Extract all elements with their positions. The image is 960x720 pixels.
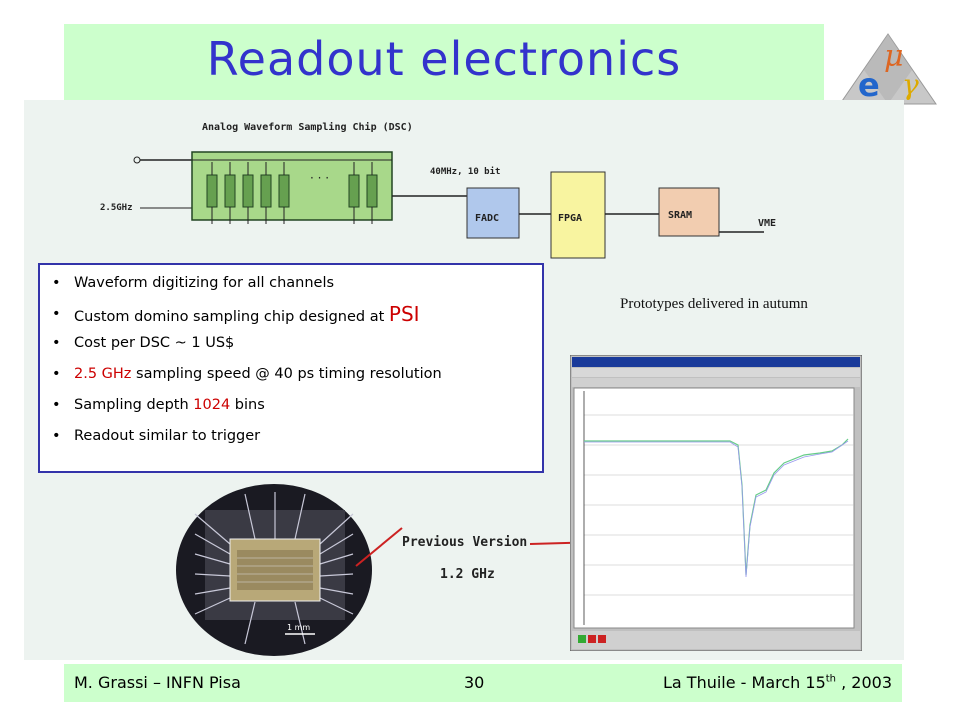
meg-logo-icon: μ e γ (836, 30, 940, 108)
footer-author: M. Grassi – INFN Pisa (74, 673, 241, 692)
bullet-item: •Waveform digitizing for all channels (50, 275, 542, 291)
waveform-display-window (570, 355, 862, 651)
footer-venue: La Thuile - March 15th , 2003 (663, 673, 892, 692)
bullet-item: •Readout similar to trigger (50, 428, 542, 444)
bullet-item: •Custom domino sampling chip designed at… (50, 306, 542, 325)
bullet-item: •Cost per DSC ~ 1 US$ (50, 335, 542, 351)
input-node (134, 157, 140, 163)
bullet-item: •2.5 GHz sampling speed @ 40 ps timing r… (50, 366, 542, 382)
fpga-label: FPGA (558, 213, 582, 224)
dsc-chip-block (192, 152, 392, 220)
scale-label: 1 mm (287, 623, 310, 632)
footer-page-number: 30 (464, 673, 484, 692)
fadc-label: FADC (475, 213, 499, 224)
bullet-box: •Waveform digitizing for all channels •C… (38, 263, 544, 473)
footer-bar: M. Grassi – INFN Pisa 30 La Thuile - Mar… (64, 664, 902, 702)
svg-text:γ: γ (902, 68, 919, 101)
bullet-item: •Sampling depth 1024 bins (50, 397, 542, 413)
sram-label: SRAM (668, 210, 692, 221)
svg-text:e: e (858, 66, 880, 104)
block-diagram: Analog Waveform Sampling Chip (DSC) 2.5G… (84, 100, 824, 260)
svg-text:μ: μ (884, 39, 904, 74)
slide-title: Readout electronics (64, 32, 824, 86)
prototypes-note: Prototypes delivered in autumn (620, 296, 808, 313)
vme-label: VME (758, 218, 776, 229)
ellipsis-dots: · · · (310, 171, 329, 185)
chip-photo-image: 1 mm (175, 484, 373, 656)
chip-label: Analog Waveform Sampling Chip (DSC) (202, 121, 413, 133)
clock-label: 2.5GHz (100, 203, 133, 213)
title-bar: Readout electronics (64, 24, 824, 100)
adc-label: 40MHz, 10 bit (430, 166, 500, 177)
